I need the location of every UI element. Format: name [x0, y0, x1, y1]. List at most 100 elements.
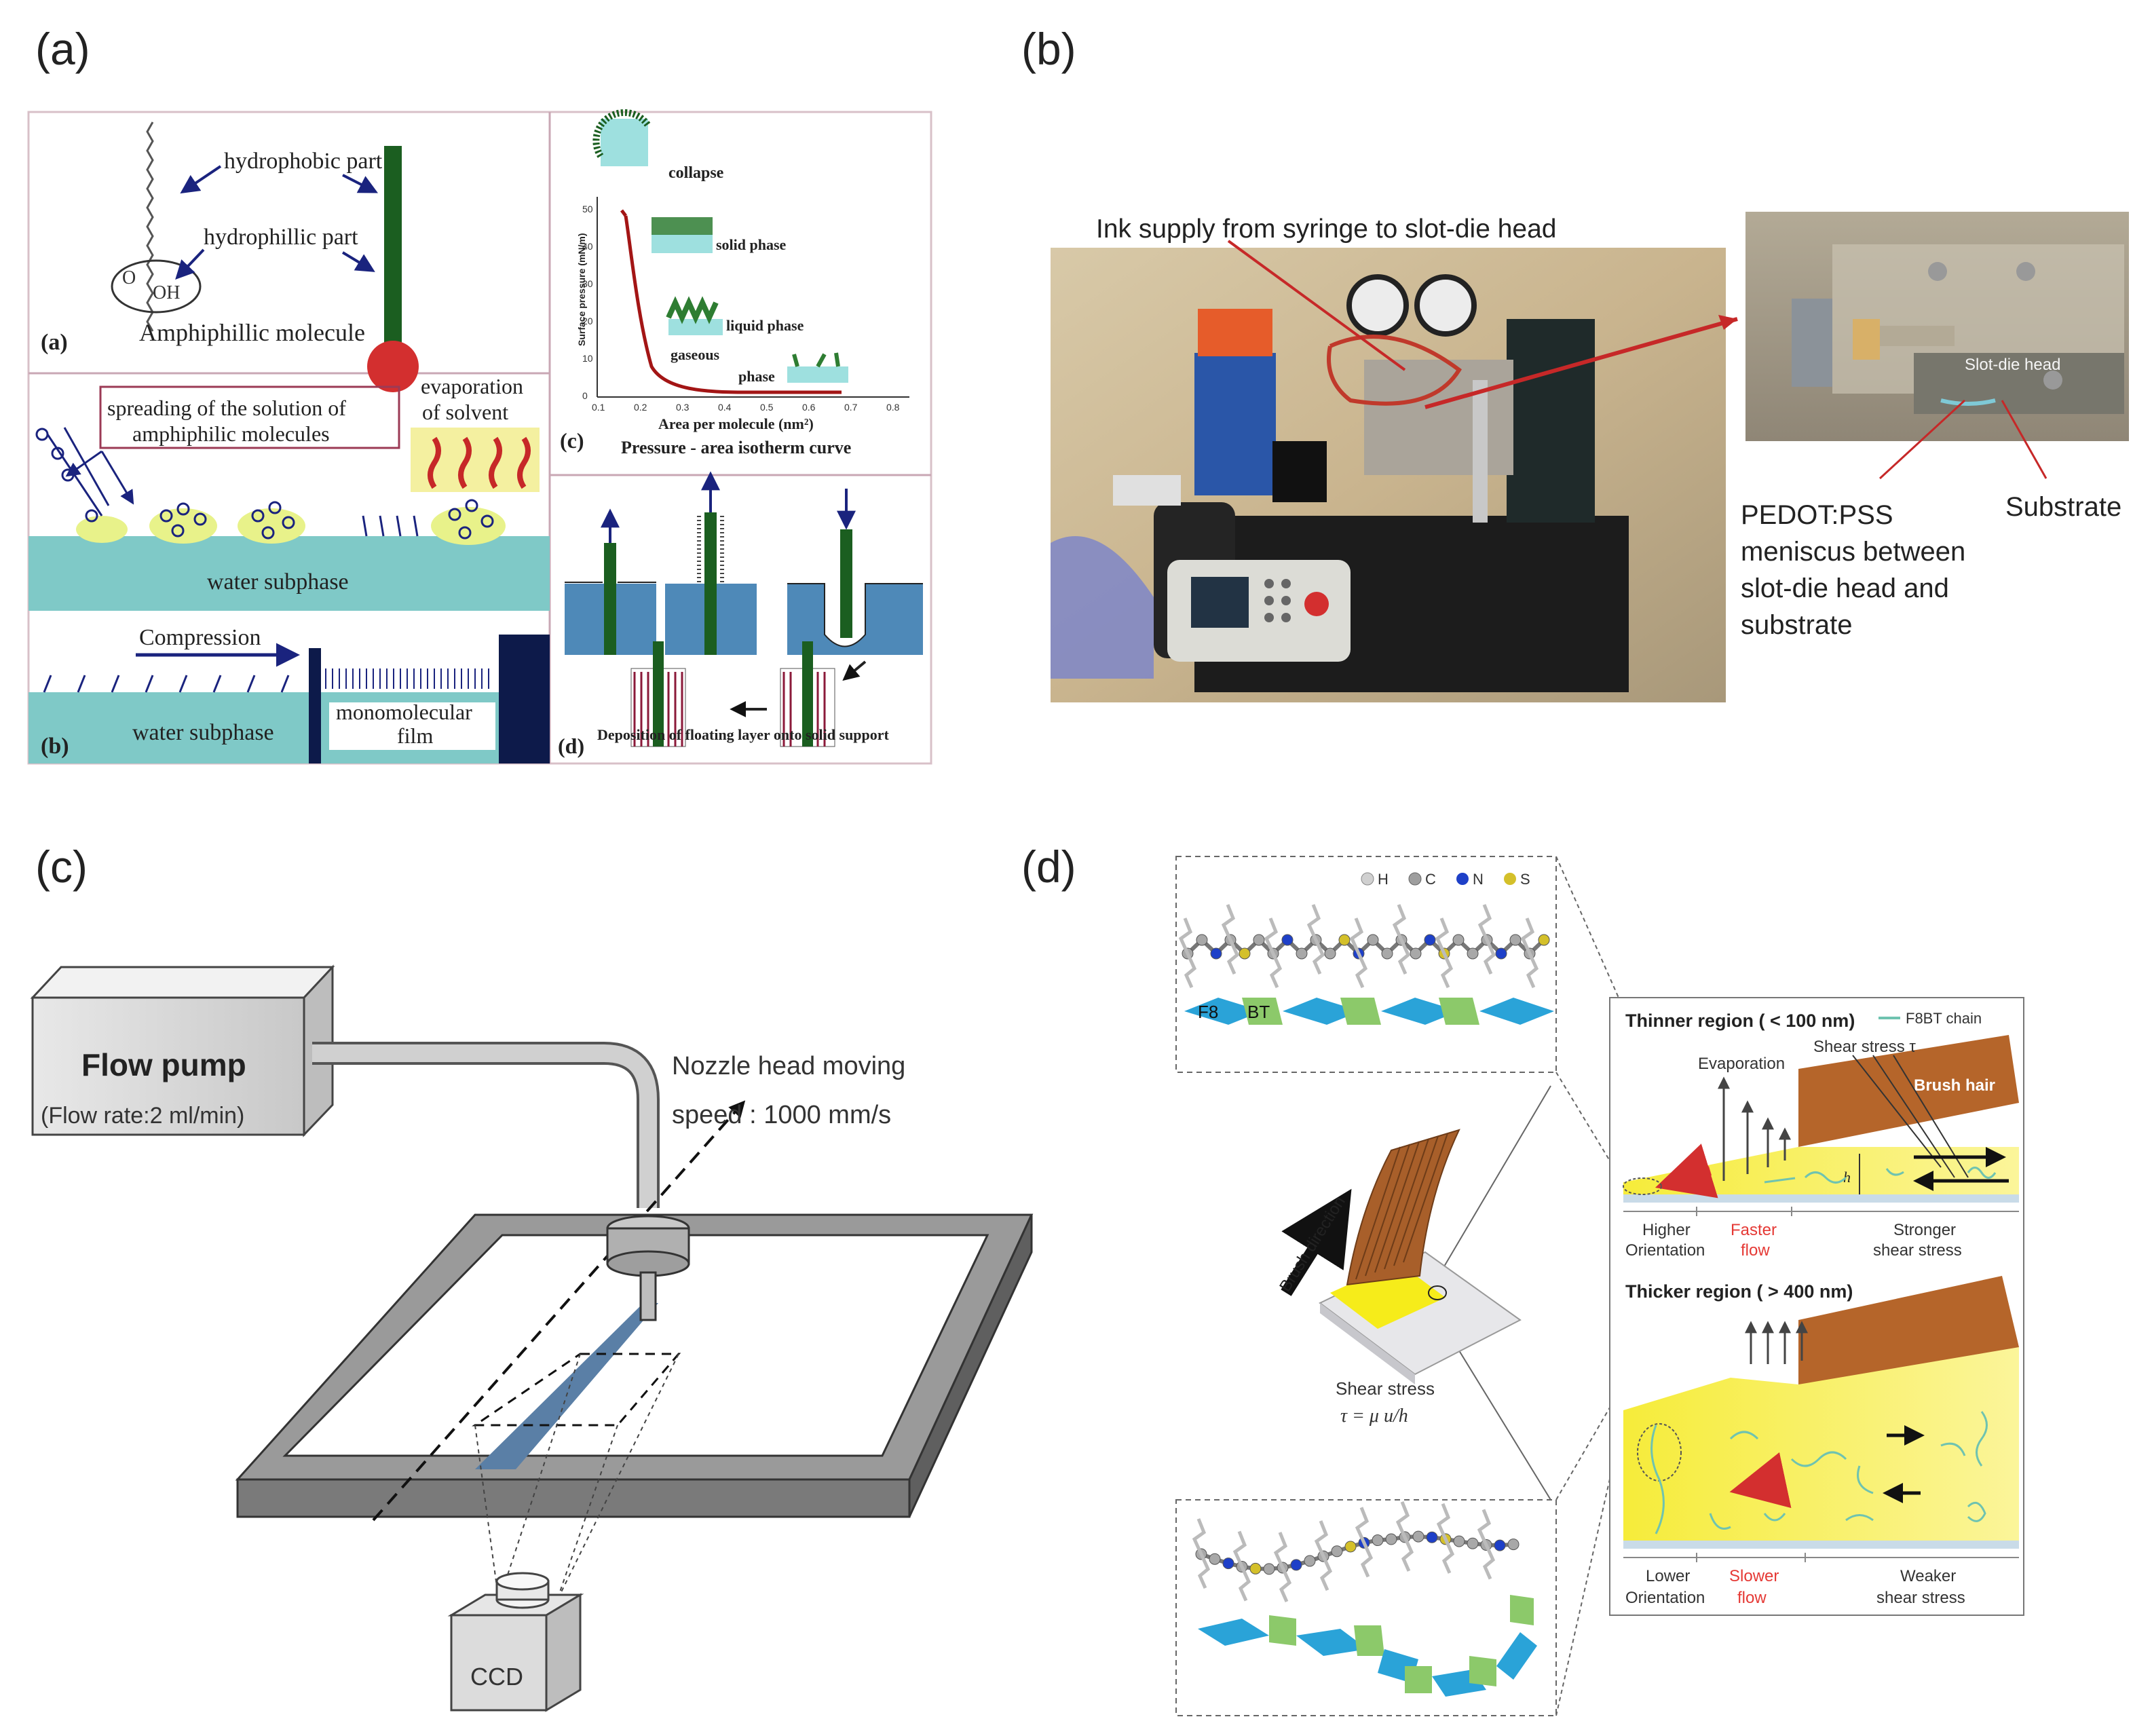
deposition-caption: Deposition of floating layer onto solid … [597, 726, 890, 743]
substrate-label: Substrate [2005, 492, 2121, 522]
sub-c-isotherm: collapse solid phase liquid phase gaseou… [560, 109, 909, 457]
sub-a-molecule: O OH hydrophobic part hydrophillic part … [41, 121, 419, 392]
hydrophobic-label: hydrophobic part [224, 149, 383, 174]
panel-d: H C N S F8 BT [1175, 856, 2024, 1716]
atom-h: H [1378, 871, 1389, 888]
sub-a-tag: (a) [41, 330, 68, 355]
sub-d-deposition: (d) Deposition of floating layer onto so… [558, 471, 923, 758]
thick-label-2a: Slower [1729, 1567, 1779, 1585]
flow-pump-box [31, 996, 305, 1136]
oxygen-label: O [122, 267, 136, 288]
isotherm-ytick: 50 [582, 204, 593, 214]
f8bt-chain-label: F8BT chain [1906, 1010, 1982, 1027]
panel-a: O OH hydrophobic part hydrophillic part … [27, 109, 932, 765]
thickness-h-label: h [1843, 1169, 1851, 1186]
flow-pump-label: Flow pump [81, 1047, 246, 1082]
film-label: film [397, 723, 433, 748]
f8-label: F8 [1198, 1002, 1218, 1022]
gaseous-label: gaseous [671, 346, 720, 363]
polymer-chain-wavy [1192, 1501, 1519, 1603]
spreading-line-2: amphiphilic molecules [132, 421, 330, 446]
thin-label-2b: flow [1741, 1241, 1770, 1260]
isotherm-xtick: 0.6 [802, 402, 816, 413]
isotherm-ytick: 30 [582, 278, 593, 289]
f8bt-segments-straight: F8 BT [1184, 998, 1554, 1025]
nozzle-line-1: Nozzle head moving [672, 1052, 905, 1080]
brush-direction-label: Brush direction [1276, 1193, 1349, 1295]
panel-c: Flow pump (Flow rate:2 ml/min) CCD [30, 964, 1034, 1712]
isotherm-ytick: 0 [582, 390, 588, 401]
isotherm-xtick: 0.2 [634, 402, 647, 413]
thin-region-title: Thinner region ( < 100 nm) [1625, 1011, 1855, 1031]
atom-legend: H C N S [1361, 871, 1530, 888]
phase-label: phase [738, 368, 775, 385]
thin-label-3a: Stronger [1893, 1221, 1956, 1239]
f8bt-segments-wavy [1198, 1595, 1537, 1697]
sub-c-tag: (c) [560, 428, 584, 453]
spreading-line-1: spreading of the solution of [107, 396, 346, 420]
evaporation-line-1: evaporation [421, 374, 523, 398]
polymer-chain-straight [1178, 904, 1550, 989]
sub-d-tag: (d) [558, 734, 584, 758]
panel-label-c: (c) [35, 842, 88, 892]
amphiphilic-caption: Amphiphillic molecule [139, 319, 365, 346]
solid-phase-label: solid phase [716, 236, 787, 253]
isotherm-ytick: 20 [582, 316, 593, 326]
thin-label-2a: Faster [1731, 1221, 1777, 1239]
hydrophilic-label: hydrophillic part [204, 225, 358, 250]
nozzle-line-2: speed : 1000 mm/s [672, 1101, 891, 1129]
isotherm-xtick: 0.5 [760, 402, 774, 413]
sub-b-tag: (b) [41, 734, 69, 759]
shear-tau-label: Shear stress τ [1813, 1038, 1916, 1056]
liquid-phase-label: liquid phase [726, 317, 804, 334]
thin-label-1a: Higher [1642, 1221, 1691, 1239]
shear-formula: τ = μ u/h [1340, 1405, 1408, 1427]
flow-rate-label: (Flow rate:2 ml/min) [41, 1103, 244, 1129]
water-subphase-1: water subphase [207, 569, 349, 595]
thin-label-3b: shear stress [1873, 1241, 1962, 1260]
thick-label-1b: Orientation [1625, 1589, 1705, 1607]
thick-label-1a: Lower [1646, 1567, 1690, 1585]
ccd-camera [450, 1614, 548, 1712]
thick-region-title: Thicker region ( > 400 nm) [1625, 1281, 1853, 1302]
collapse-label: collapse [668, 164, 724, 182]
atom-c: C [1425, 871, 1436, 888]
monomolecular-label: monomolecular [336, 700, 472, 724]
atom-s: S [1520, 871, 1530, 888]
brush-hair-label: Brush hair [1914, 1076, 1995, 1095]
isotherm-xtick: 0.3 [676, 402, 690, 413]
slot-die-head-label: Slot-die head [1965, 356, 2060, 374]
isotherm-xlabel: Area per molecule (nm²) [658, 415, 814, 432]
sub-b-spreading: spreading of the solution of amphiphilic… [29, 374, 550, 763]
thick-label-3a: Weaker [1900, 1567, 1956, 1585]
atom-n: N [1473, 871, 1484, 888]
pedot-line-1: PEDOT:PSS [1741, 500, 1893, 530]
isotherm-ylabel: Surface pressure (mN/m) [576, 233, 587, 346]
isotherm-ytick: 10 [582, 353, 593, 364]
panel-b: Ink supply from syringe to slot-die head… [1051, 212, 2129, 702]
ccd-label: CCD [470, 1663, 523, 1691]
isotherm-xtick: 0.4 [718, 402, 732, 413]
shear-stress-title: Shear stress [1336, 1378, 1435, 1399]
hydroxyl-label: OH [153, 282, 180, 303]
bt-label: BT [1247, 1002, 1270, 1022]
thin-label-1b: Orientation [1625, 1241, 1705, 1260]
ink-supply-label: Ink supply from syringe to slot-die head [1096, 214, 1557, 244]
panel-label-d: (d) [1021, 842, 1076, 892]
panel-label-a: (a) [35, 24, 90, 74]
water-subphase-2: water subphase [132, 720, 274, 745]
pedot-line-3: slot-die head and [1741, 573, 1949, 603]
isotherm-xtick: 0.8 [886, 402, 900, 413]
compression-label: Compression [139, 625, 261, 650]
thick-label-2b: flow [1737, 1589, 1767, 1607]
isotherm-ytick: 40 [582, 241, 593, 252]
isotherm-caption: Pressure - area isotherm curve [621, 438, 851, 457]
pedot-line-2: meniscus between [1741, 537, 1965, 567]
thick-label-3b: shear stress [1876, 1589, 1965, 1607]
isotherm-xtick: 0.1 [592, 402, 605, 413]
panel-label-b: (b) [1021, 24, 1076, 74]
evaporation-label: Evaporation [1698, 1055, 1785, 1073]
isotherm-xtick: 0.7 [844, 402, 858, 413]
evaporation-line-2: of solvent [422, 400, 508, 424]
